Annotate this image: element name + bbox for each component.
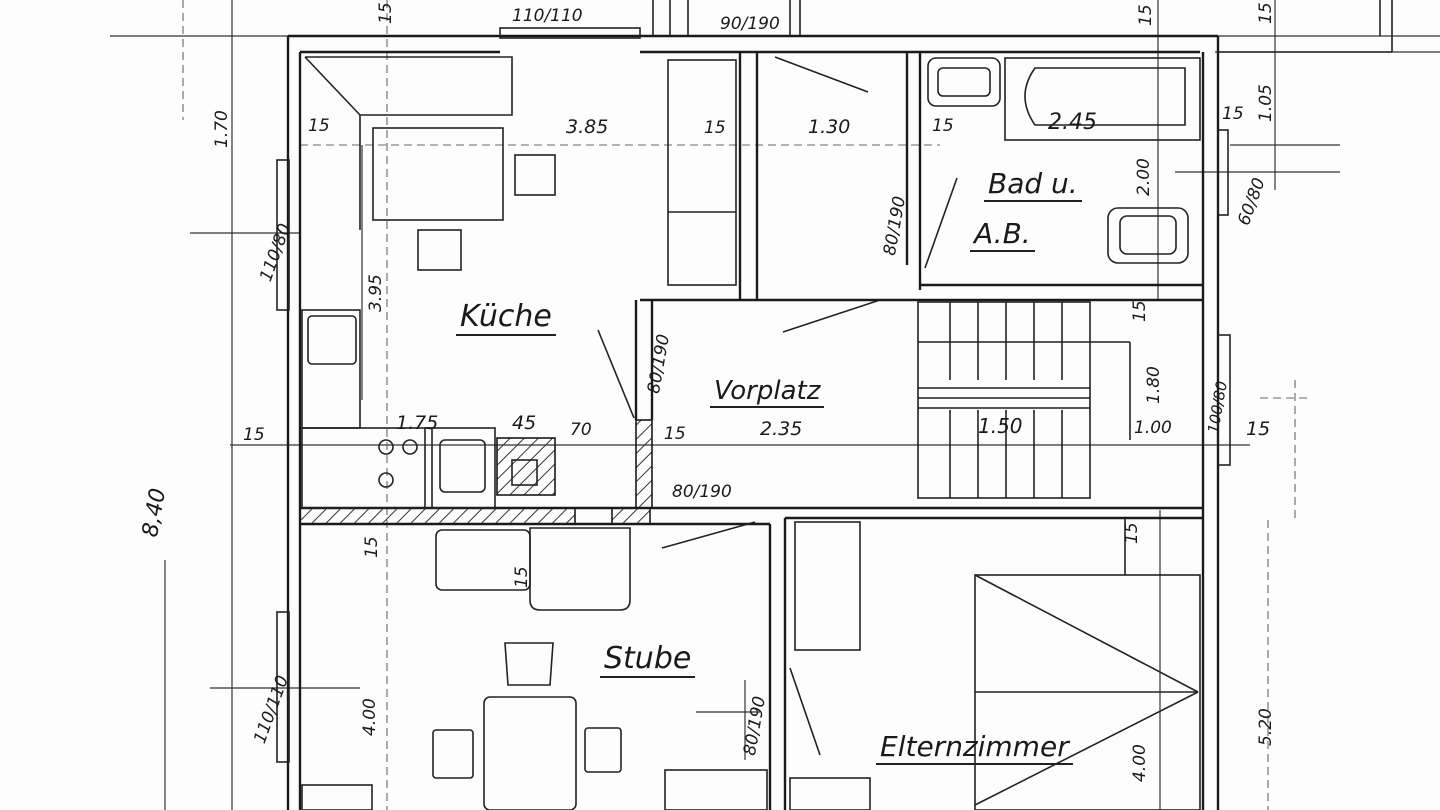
door-swings [597, 56, 958, 756]
dim-stair-width: 1.50 [978, 414, 1023, 438]
dim-bad-15-left: 15 [932, 116, 954, 136]
dim-stube-door: 80/190 [672, 482, 732, 502]
stube-furniture [301, 527, 768, 810]
dim-vorplatz-15: 15 [664, 424, 686, 444]
dim-counter-70: 70 [570, 420, 592, 440]
dim-stair-15: 15 [1130, 300, 1150, 322]
dim-counter-175: 1.75 [396, 412, 439, 434]
staircase [917, 301, 1131, 499]
windows [276, 27, 1231, 763]
eltern-furniture [789, 518, 1201, 810]
dim-stube-height: 4.00 [360, 698, 380, 736]
room-label-bad-line2: A.B. [970, 220, 1035, 252]
room-label-stube: Stube [600, 644, 696, 678]
dim-top-15-b: 15 [1136, 4, 1156, 26]
dim-right-105: 1.05 [1256, 84, 1276, 122]
dim-eltern-15: 15 [1122, 522, 1142, 544]
dim-top-15-c: 15 [1256, 2, 1276, 24]
dim-right-15: 15 [1246, 418, 1271, 440]
dim-top-window: 110/110 [512, 6, 583, 26]
room-label-bad-line1: Bad u. [984, 170, 1082, 202]
dim-landing-width: 1.00 [1134, 418, 1172, 438]
dim-vorplatz-width: 2.35 [760, 418, 803, 440]
dim-right-520: 5.20 [1256, 708, 1276, 746]
dim-top-15-a: 15 [376, 2, 396, 24]
dim-top-door: 90/190 [720, 14, 780, 34]
dim-kitchen-width: 3.85 [566, 116, 609, 138]
dim-stube-15-a: 15 [362, 536, 382, 558]
kitchen-furniture [301, 56, 737, 509]
dim-kitchen-15-right: 15 [704, 118, 726, 138]
dim-kitchen-height: 3.95 [366, 274, 386, 312]
dim-stube-15-b: 15 [512, 566, 532, 588]
bath-fixtures [927, 57, 1201, 264]
dim-bad-height: 2.00 [1134, 158, 1154, 196]
dim-stair-height: 1.80 [1144, 366, 1164, 404]
dim-wc-width: 1.30 [808, 116, 851, 138]
room-label-kueche: Küche [456, 302, 556, 336]
dim-counter-45: 45 [512, 412, 537, 434]
dim-eltern-height: 4.00 [1130, 744, 1150, 782]
dim-left-170: 1.70 [212, 110, 232, 148]
dim-left-15-mid: 15 [243, 425, 265, 445]
room-label-vorplatz: Vorplatz [710, 378, 825, 408]
dim-left-15-kitchen: 15 [308, 116, 330, 136]
dim-bad-15-right: 15 [1222, 104, 1244, 124]
room-label-elternzimmer: Elternzimmer [876, 733, 1073, 765]
dim-bad-width: 2.45 [1048, 110, 1097, 135]
